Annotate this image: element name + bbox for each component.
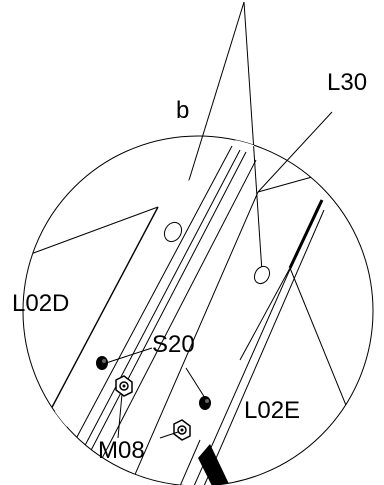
panel-l30-top (257, 171, 331, 193)
detail-circle (22, 135, 374, 485)
rail-groove (85, 151, 247, 461)
rail-beam (23, 138, 258, 485)
screw-s20-right (199, 396, 211, 410)
label-l02e: L02E (244, 397, 300, 424)
rail-outer-left (39, 206, 159, 431)
rail-edge-3 (95, 159, 257, 471)
nut-m08-right (173, 419, 191, 441)
board-l02e-inner (239, 267, 291, 361)
label-l30: L30 (327, 69, 367, 96)
leader-m08-right (159, 431, 179, 439)
nut-m08-left (115, 375, 133, 397)
leader-m08-left (117, 393, 123, 439)
lower-left-dark-strip (36, 400, 58, 448)
rail-edge-1 (69, 145, 233, 451)
label-l02d: L02D (12, 290, 69, 317)
detail-parts (23, 138, 353, 485)
leader-s20-right (185, 367, 206, 399)
lower-right-edge (179, 439, 201, 485)
rail-edge-2 (79, 149, 241, 456)
leader-line-l30-top (243, 1, 263, 273)
panel-l30-right (193, 205, 319, 485)
leader-line-l30 (257, 111, 333, 193)
hole-b (163, 221, 183, 243)
lower-right-dark-strip (198, 444, 230, 485)
label-b: b (176, 97, 189, 124)
label-m08: M08 (98, 437, 145, 464)
panel-l30-left (129, 191, 259, 485)
label-s20: S20 (152, 331, 195, 358)
board-l02d-edge (23, 206, 159, 259)
hole-l30 (253, 265, 271, 285)
leader-s20-left (105, 347, 153, 364)
screw-s20-left (96, 356, 108, 370)
board-l02e-edge (289, 267, 353, 421)
panel-l30-right-2 (203, 209, 325, 485)
